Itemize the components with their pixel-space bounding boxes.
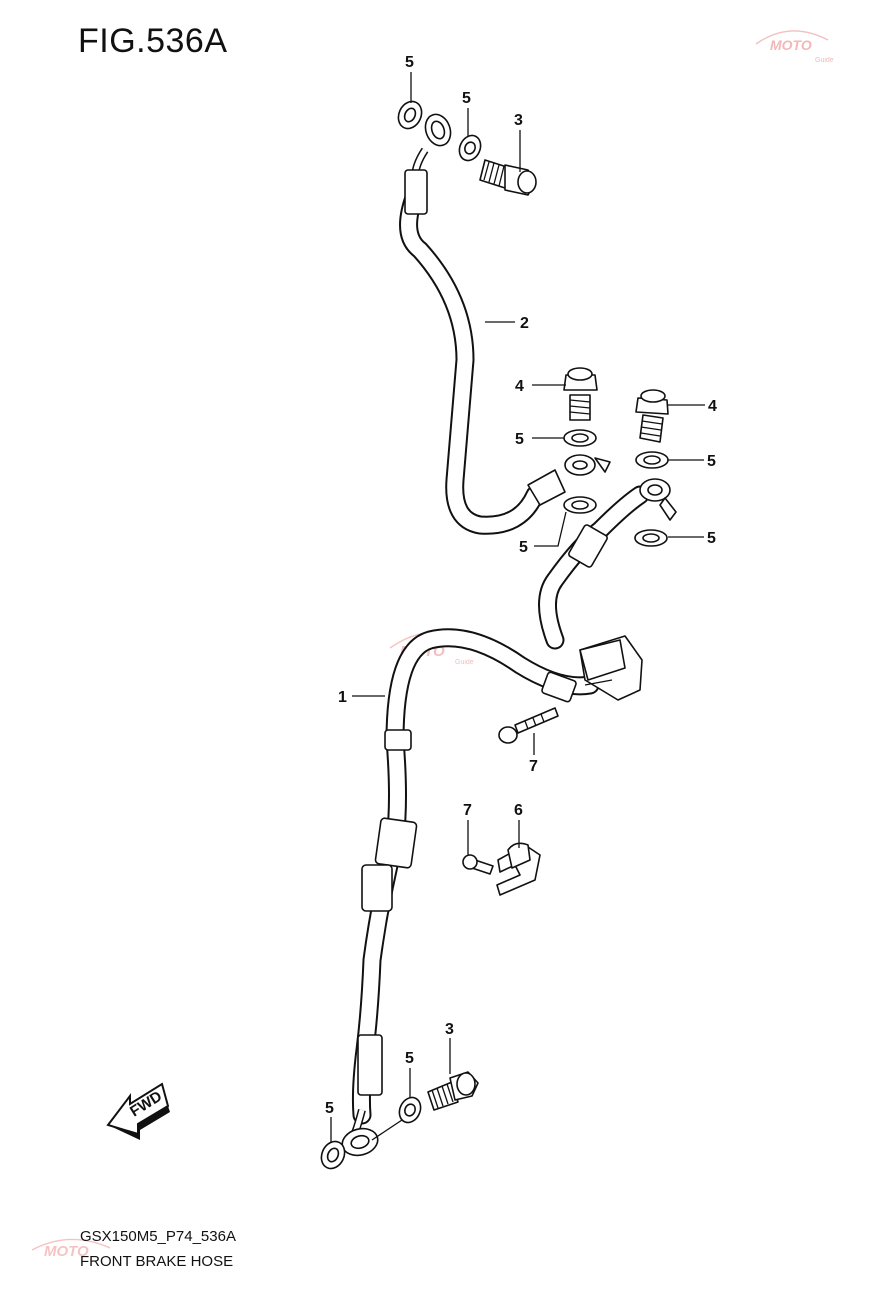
svg-text:MOTO: MOTO (770, 37, 812, 53)
model-code: GSX150M5_P74_536A (80, 1228, 236, 1245)
callout-5: 5 (515, 431, 524, 448)
callouts: 5 5 3 2 4 4 5 5 5 5 1 7 7 6 3 5 5 (325, 54, 717, 1117)
washer-top-left (397, 100, 423, 130)
callout-3: 3 (445, 1021, 454, 1038)
watermark-bottom-left: MOTO (31, 1238, 111, 1260)
callout-3: 3 (514, 112, 523, 129)
washers (320, 100, 669, 1170)
union-bolt-bottom (427, 1071, 479, 1111)
washer-top-mid (458, 134, 482, 162)
washer-right-2 (634, 529, 668, 547)
leader-lines (330, 72, 705, 1143)
union-bolt-top (479, 159, 537, 196)
callout-7: 7 (463, 802, 472, 819)
clamp (496, 842, 541, 896)
callout-5: 5 (519, 539, 528, 556)
callout-5: 5 (405, 1050, 414, 1067)
callout-1: 1 (338, 689, 347, 706)
bolt-center (498, 707, 559, 744)
callout-5: 5 (405, 54, 414, 71)
callout-5: 5 (707, 530, 716, 547)
washer-bottom-left (320, 1140, 346, 1170)
svg-text:Guide: Guide (815, 57, 834, 64)
washer-mid-2 (563, 496, 597, 514)
callout-4: 4 (708, 398, 717, 415)
callout-4: 4 (515, 378, 524, 395)
washer-right-1 (635, 451, 669, 469)
brake-hose-lower (341, 478, 677, 1157)
washer-mid-1 (563, 429, 597, 447)
banjo-bolt-center (563, 367, 598, 421)
washer-bottom-mid (398, 1096, 422, 1124)
callout-5: 5 (325, 1100, 334, 1117)
figure-title: FIG.536A (78, 22, 228, 60)
svg-text:MOTO: MOTO (44, 1243, 89, 1260)
fwd-arrow-icon: FWD (106, 1082, 170, 1140)
callout-7: 7 (529, 758, 538, 775)
bolt-clamp (462, 854, 494, 875)
banjo-bolt-right (635, 389, 669, 443)
callout-5: 5 (462, 90, 471, 107)
callout-5: 5 (707, 453, 716, 470)
watermark-top-right: MOTO Guide (755, 30, 834, 64)
callout-2: 2 (520, 315, 529, 332)
diagram-name: FRONT BRAKE HOSE (80, 1253, 234, 1270)
svg-text:Guide: Guide (455, 659, 474, 666)
callout-6: 6 (514, 802, 523, 819)
brake-hose-upper (399, 113, 611, 535)
